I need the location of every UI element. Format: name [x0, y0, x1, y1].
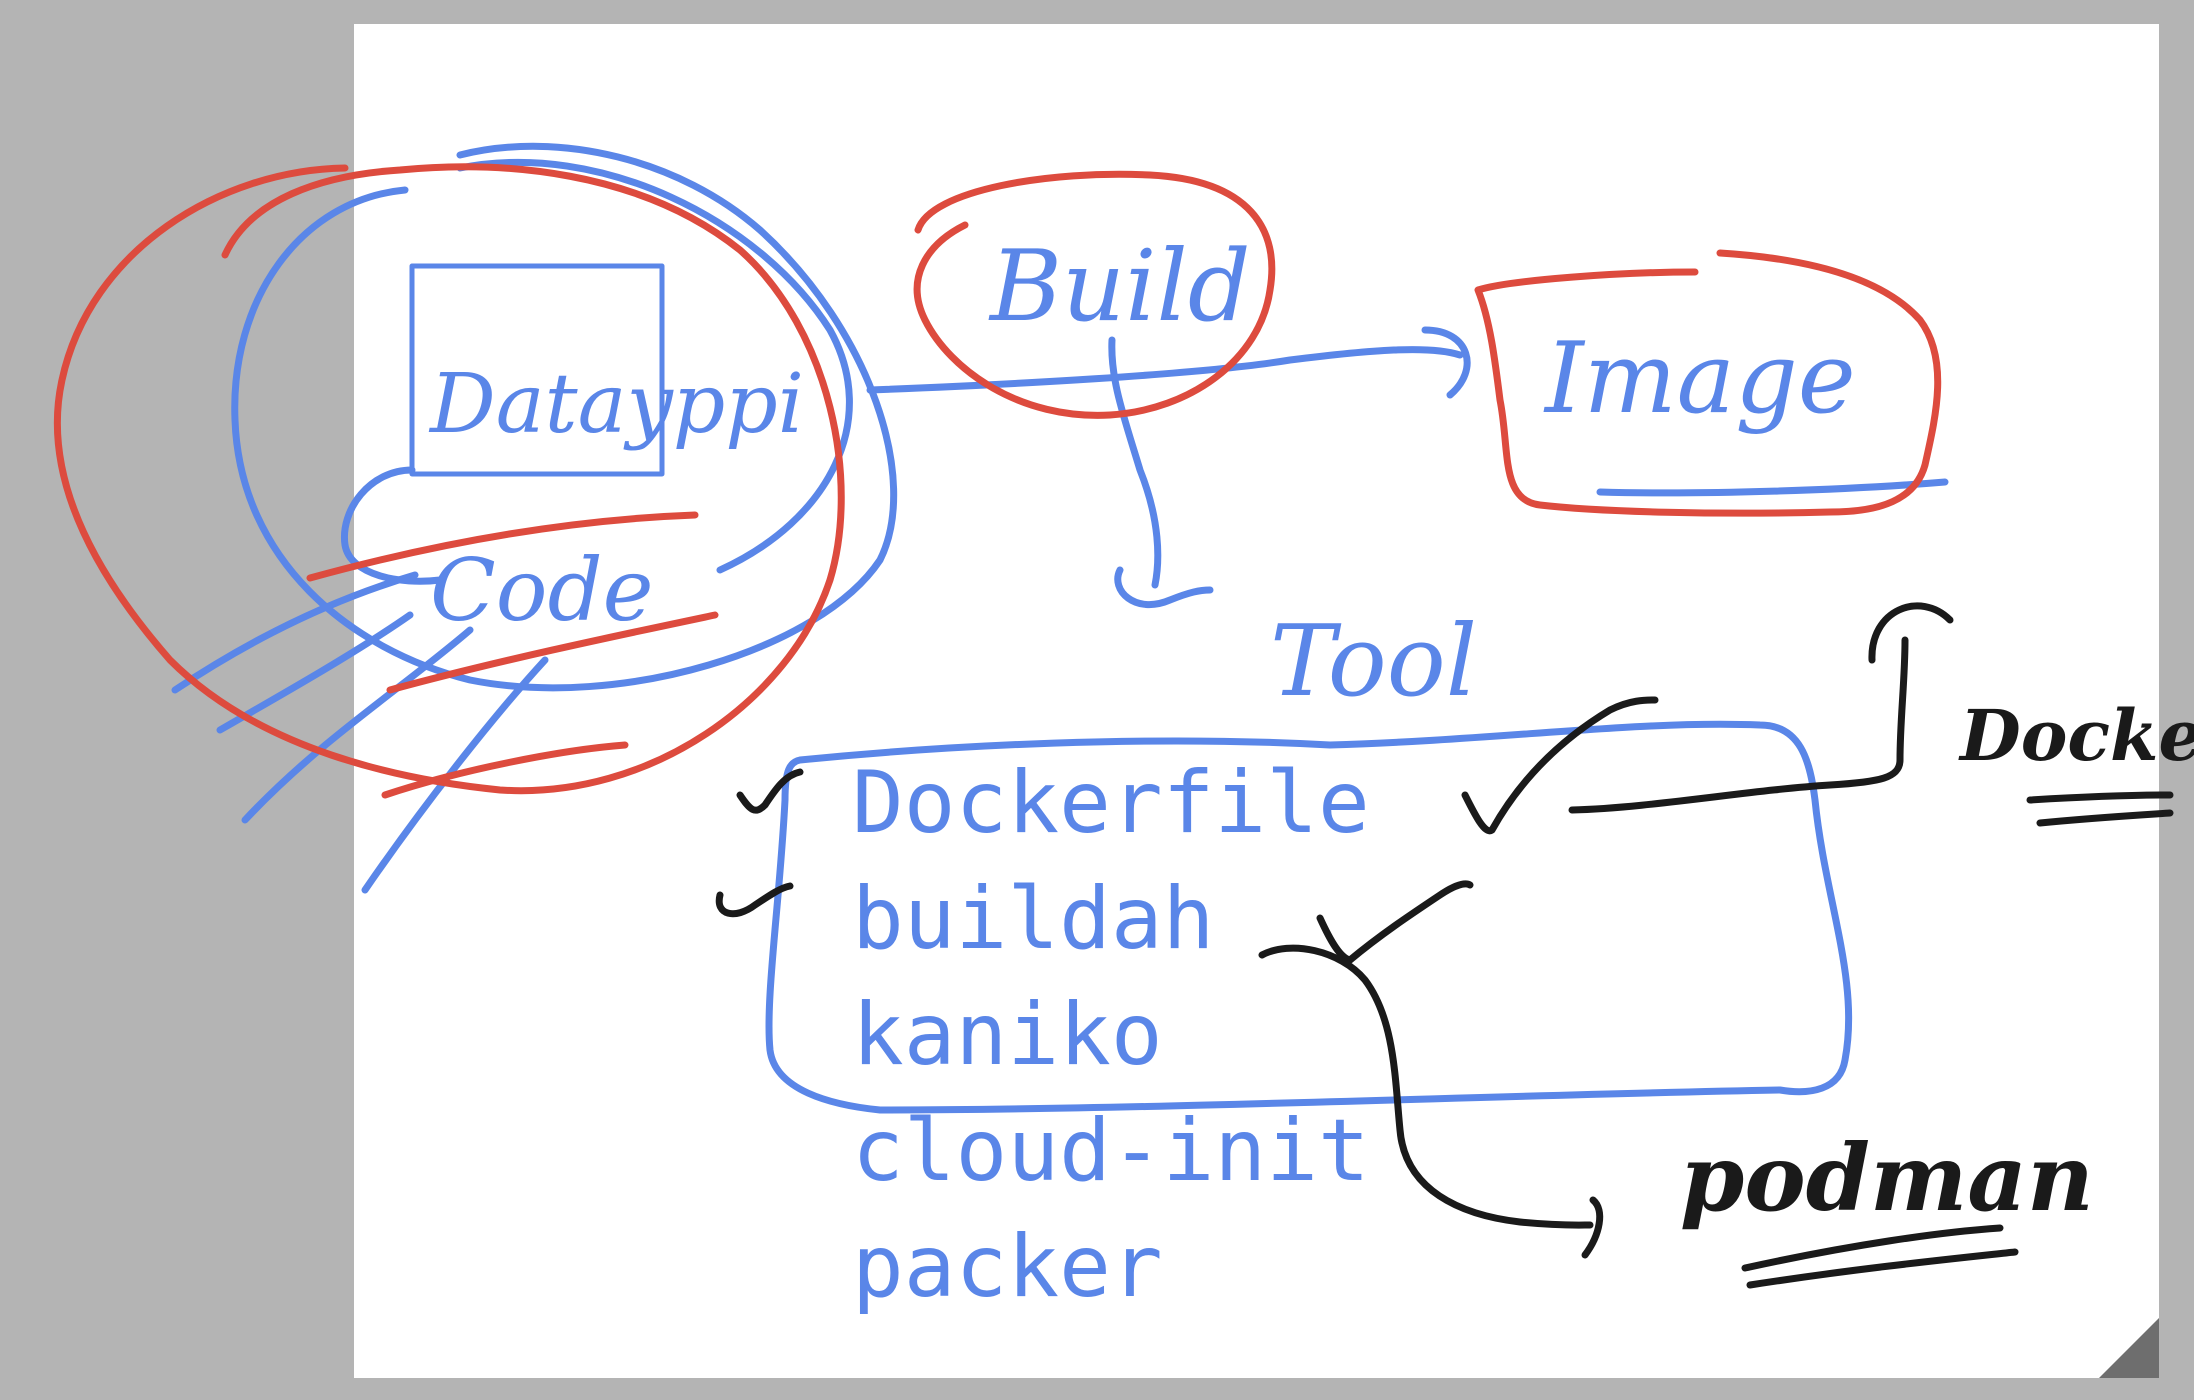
- node-code: Code: [430, 541, 654, 641]
- image-underline: [1596, 478, 1949, 497]
- strike-blue-1: [171, 571, 419, 694]
- blue-ink-strokes: [171, 142, 1949, 1114]
- dataapp-box: [409, 263, 665, 477]
- dataapp-blue-circle: [231, 142, 898, 692]
- tool-item-cloud-init: cloud-init: [852, 1101, 1370, 1201]
- image-red-box: [1474, 249, 1942, 517]
- node-dataapp: Datayppi: [428, 357, 804, 452]
- strike-blue-3: [241, 626, 474, 824]
- whiteboard-page[interactable]: [354, 24, 2159, 1378]
- podman-underline-2: [1746, 1248, 2019, 1289]
- arrow-tool-head: [1114, 566, 1214, 609]
- arrow-build-to-tool: [1108, 336, 1162, 589]
- arrow-dockerfile-to-docker: [1568, 636, 1909, 814]
- dataapp-blue-circle-inner: [456, 158, 853, 574]
- docker-underline-1: [2026, 791, 2174, 804]
- node-tool: Tool: [1270, 605, 1477, 719]
- checkmark-buildah: [715, 882, 794, 918]
- checkmark-dockerfile: [736, 768, 804, 814]
- strike-blue-4: [361, 656, 549, 894]
- tool-item-kaniko: kaniko: [852, 985, 1163, 1085]
- dataapp-red-circle: [53, 163, 845, 795]
- tool-item-buildah: buildah: [852, 869, 1214, 969]
- strike-red-1: [306, 511, 699, 582]
- build-red-circle: [913, 170, 1276, 419]
- node-build: Build: [988, 230, 1251, 344]
- node-image: Image: [1543, 322, 1856, 436]
- strike-red-3: [381, 741, 629, 799]
- annotation-docker: Docker: [1958, 694, 2194, 777]
- tool-list-box: [765, 720, 1853, 1114]
- docker-underline-2: [2036, 809, 2174, 827]
- tool-item-dockerfile: Dockerfile: [852, 753, 1370, 853]
- arrow-podman-head: [1581, 1196, 1604, 1259]
- blue-handwritten-labels: Datayppi Code Build Image Tool: [428, 230, 1856, 719]
- arrow-buildah-to-podman: [1258, 944, 1594, 1229]
- checkmark-dockerfile-right: [1461, 696, 1659, 835]
- page-corner-fold: [2099, 1318, 2159, 1378]
- strike-red-2: [386, 611, 719, 694]
- annotation-podman: podman: [1680, 1124, 2094, 1232]
- red-ink-strokes: [53, 163, 1942, 799]
- podman-underline-1: [1741, 1224, 2004, 1272]
- arrow-dataapp-to-image: [866, 346, 1464, 394]
- arrow-docker-head: [1868, 602, 1954, 664]
- black-handwritten-labels: Docker podman: [1680, 694, 2194, 1232]
- arrow-image-head: [1421, 326, 1471, 399]
- black-ink-strokes: [715, 602, 2174, 1289]
- checkmark-buildah-right: [1316, 880, 1474, 964]
- tool-list: Dockerfile buildah kaniko cloud-init pac…: [852, 753, 1370, 1317]
- tool-item-packer: packer: [852, 1217, 1163, 1317]
- strike-blue-2: [216, 611, 414, 734]
